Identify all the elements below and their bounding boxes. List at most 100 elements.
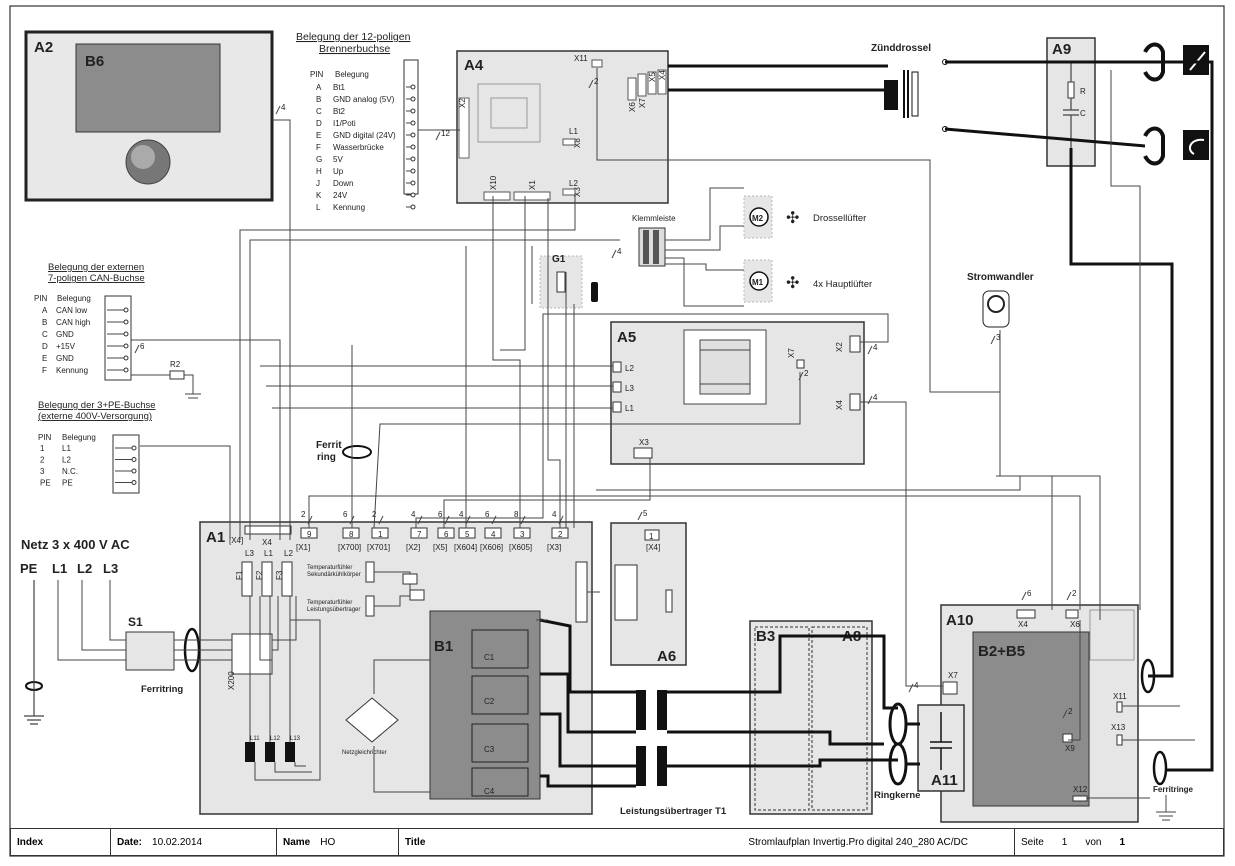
label-c1: C1: [484, 653, 495, 662]
a1-connector: [437, 527, 455, 539]
label-l1: L1: [52, 561, 67, 576]
label-a10: A10: [946, 612, 974, 629]
name-value: HO: [320, 836, 336, 848]
label-leistungsuebertrager: Leistungsübertrager T1: [620, 806, 727, 817]
socket-pin: [131, 480, 137, 485]
a1-connector-name: [X701]: [367, 543, 390, 552]
label-l11: L11: [250, 736, 260, 742]
wire-count-can: 6: [140, 342, 145, 351]
date-cell: Date: 10.02.2014: [111, 829, 277, 855]
label-ringkerne: Ringkerne: [874, 790, 920, 801]
burner_socket-pin-6: G: [316, 155, 322, 164]
a1-f3-label: F3: [275, 570, 284, 580]
name-cell: Name HO: [277, 829, 399, 855]
can-socket-title-1: Belegung der externen: [48, 262, 144, 273]
wire-count-a5_x2: 4: [873, 343, 878, 352]
pe_socket-label-0: L1: [62, 444, 71, 453]
a1-connector-wire-count: 6: [485, 510, 490, 519]
a1-connector: [410, 527, 428, 539]
socket-pin: [410, 192, 416, 198]
burner-header-pin: PIN: [310, 70, 324, 79]
wire-count-tick: [867, 345, 873, 355]
can-socket-table: Belegung der externen 7-poligen CAN-Buch…: [34, 262, 145, 381]
a5-x3-label: X3: [639, 438, 649, 447]
a4-x3-label: X3: [573, 187, 582, 197]
wire-count-a10_x6: 2: [1072, 589, 1077, 598]
burner_socket-label-9: 24V: [333, 191, 348, 200]
pe_socket-label-3: PE: [62, 479, 73, 488]
pe_socket-pin-2: 3: [40, 467, 45, 476]
can-header-pin: PIN: [34, 294, 48, 303]
title-cell: Title Stromlaufplan Invertig.Pro digital…: [399, 829, 1015, 855]
wire-count-tick: [444, 515, 450, 525]
wire-count-tick: [611, 249, 617, 259]
label-g1: G1: [552, 254, 566, 265]
burner_socket-label-7: Up: [333, 167, 344, 176]
a1-connector-number: 6: [444, 530, 449, 539]
title-block: Index Date: 10.02.2014 Name HO Title Str…: [10, 828, 1224, 856]
pe_socket-pin-3: PE: [40, 479, 51, 488]
socket-pin: [131, 445, 137, 451]
label-l3: L3: [103, 561, 118, 576]
date-label: Date:: [117, 836, 143, 848]
burner_socket-pin-3: D: [316, 119, 322, 128]
page-cell: Seite 1 von 1: [1015, 829, 1223, 855]
stromwandler: Stromwandler: [967, 272, 1034, 328]
can-socket-title-2: 7-poligen CAN-Buchse: [48, 273, 145, 284]
temp-lei-label-1: Temperaturfühler: [307, 600, 352, 606]
a5-l3-label: L3: [625, 384, 634, 393]
label-drossellufter: Drossellüfter: [813, 213, 866, 224]
resistor-r2: R2: [131, 360, 201, 399]
label-a5: A5: [617, 329, 636, 346]
label-b1: B1: [434, 638, 453, 655]
a4-x2-label: X2: [458, 98, 467, 108]
temp-sek-label-2: Sekundärkühlkörper: [307, 572, 361, 578]
a1-connector-name: [X2]: [406, 543, 420, 552]
socket-pin: [123, 367, 129, 373]
a4-x11-label: X11: [574, 54, 588, 63]
a6-1-label: 1: [649, 532, 654, 541]
page-label: Seite: [1021, 836, 1044, 848]
index-label: Index: [17, 836, 44, 848]
title-label: Title: [405, 836, 426, 848]
fan-m1: M1 ✣ 4x Hauptlüfter: [743, 259, 872, 303]
wire-count-a5_x4: 4: [873, 393, 878, 402]
burner_socket-label-6: 5V: [333, 155, 343, 164]
burner_socket-label-10: Kennung: [333, 203, 365, 212]
wire-count-sw: 3: [996, 333, 1001, 342]
burner_socket-label-2: Bt2: [333, 107, 346, 116]
sheet-border: [9, 5, 1225, 857]
module-a5: A5 L2 L3 L1 X7 X2 X4 X3: [610, 321, 865, 465]
label-a6: A6: [657, 648, 676, 665]
pe-socket-table: Belegung der 3+PE-Buchse (externe 400V-V…: [38, 400, 156, 494]
a9-c-label: C: [1080, 109, 1086, 118]
label-klemmleiste: Klemmleiste: [632, 214, 676, 223]
label-netz: Netz 3 x 400 V AC: [21, 537, 130, 552]
socket-pin: [410, 168, 416, 174]
a4-l2-label: L2: [569, 179, 578, 188]
burner_socket-pin-2: C: [316, 107, 322, 116]
transformer-t1: Leistungsübertrager T1: [620, 690, 727, 817]
a4-x5-label: X5: [648, 72, 657, 82]
wire-count-a5_x7: 2: [804, 369, 809, 378]
a1-x200-label: X200: [227, 671, 236, 690]
socket-pin: [410, 84, 416, 90]
wire-count-tick: [491, 515, 497, 525]
date-value: 10.02.2014: [152, 836, 203, 848]
can_socket-label-1: CAN high: [56, 318, 90, 327]
socket-pin: [410, 204, 416, 210]
temp-lei-label-2: Leistungsübertrager: [307, 607, 360, 613]
a5-l2-label: L2: [625, 364, 634, 373]
module-a6: A6 [X4] 1: [610, 522, 687, 666]
a1-l1-label: L1: [264, 549, 273, 558]
wire-count-a4_x2: 12: [441, 129, 450, 138]
can_socket-label-4: GND: [56, 354, 74, 363]
burner_socket-label-3: I1/Poti: [333, 119, 356, 128]
label-hauptlufter: 4x Hauptlüfter: [813, 279, 872, 290]
socket-pin: [123, 343, 129, 349]
label-c4: C4: [484, 787, 495, 796]
a4-x1-label: X1: [528, 180, 537, 190]
label-s1: S1: [128, 615, 143, 629]
pe-socket-title-2: (externe 400V-Versorgung): [38, 411, 152, 422]
